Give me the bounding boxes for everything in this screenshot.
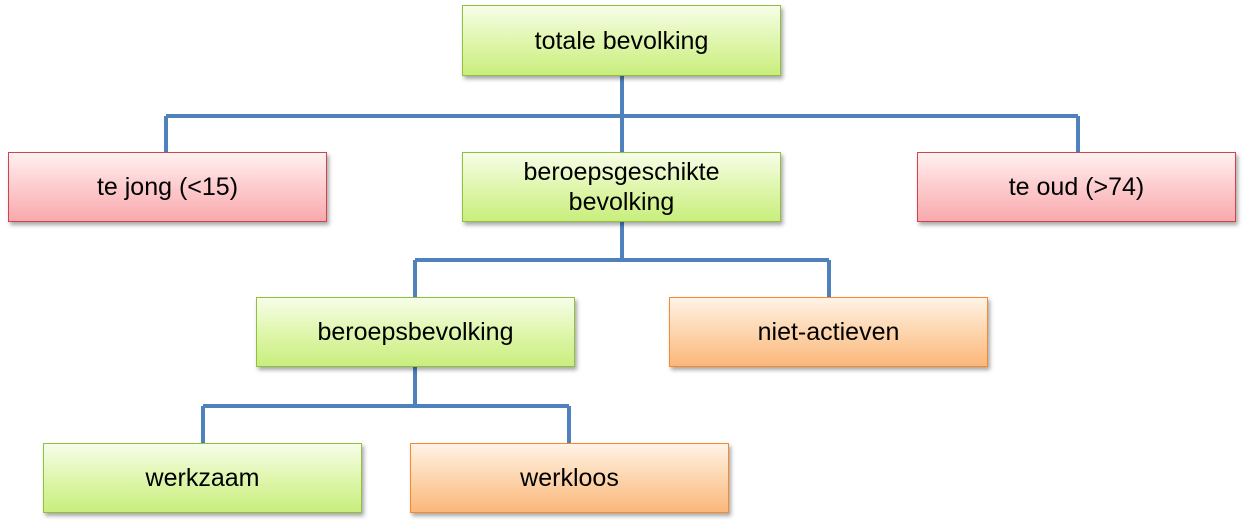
node-werkloos-label: werkloos bbox=[520, 464, 619, 492]
node-beroepsgeschikte-bevolking-label: beroepsgeschikte bevolking bbox=[523, 158, 720, 216]
node-totale-bevolking-label: totale bevolking bbox=[534, 26, 709, 55]
node-te-jong-label: te jong (<15) bbox=[96, 173, 239, 201]
node-werkzaam-label: werkzaam bbox=[145, 464, 260, 492]
node-werkloos: werkloos bbox=[410, 443, 729, 513]
node-beroepsbevolking: beroepsbevolking bbox=[256, 297, 575, 367]
node-niet-actieven-label: niet-actieven bbox=[757, 318, 900, 346]
node-te-oud: te oud (>74) bbox=[917, 152, 1236, 222]
node-werkzaam: werkzaam bbox=[43, 443, 362, 513]
node-niet-actieven: niet-actieven bbox=[669, 297, 988, 367]
node-beroepsgeschikte-bevolking: beroepsgeschikte bevolking bbox=[462, 152, 781, 222]
node-totale-bevolking: totale bevolking bbox=[462, 5, 781, 76]
node-beroepsbevolking-label: beroepsbevolking bbox=[317, 318, 514, 346]
node-te-jong: te jong (<15) bbox=[8, 152, 327, 222]
node-te-oud-label: te oud (>74) bbox=[1008, 173, 1145, 201]
